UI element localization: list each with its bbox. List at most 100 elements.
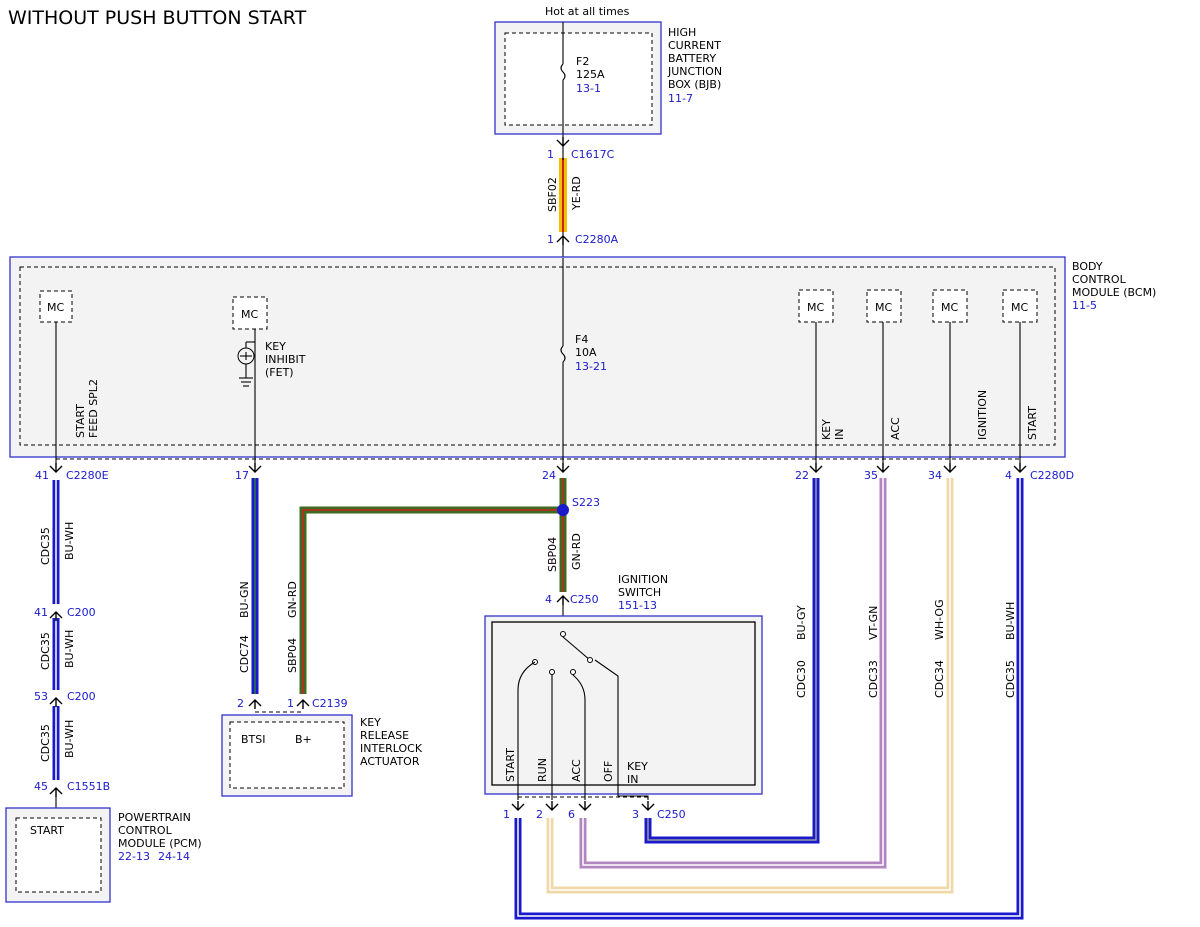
- ignition-label: IGNITION: [976, 390, 989, 440]
- mc-start: MC: [1002, 289, 1038, 468]
- mc-start-feed: MC: [39, 290, 73, 468]
- ignition-switch-name-1: IGNITION: [618, 573, 668, 586]
- c1617c-pin: 1: [547, 148, 554, 161]
- pcm-module: START POWERTRAIN CONTROL MODULE (PCM) 22…: [5, 807, 202, 903]
- page-title: WITHOUT PUSH BUTTON START: [8, 7, 307, 29]
- splice-s223: S223: [557, 496, 600, 516]
- bplus-label: B+: [295, 733, 312, 746]
- c1551b-pin: 45: [34, 780, 48, 793]
- pos-key: KEY: [627, 760, 648, 773]
- sbp04-left-circuit: SBP04: [286, 638, 299, 673]
- bcm-name-3: MODULE (BCM): [1072, 286, 1156, 299]
- c200-a-pin: 41: [34, 606, 48, 619]
- s223-label: S223: [572, 496, 600, 509]
- bjb-fuse-name: F2: [576, 55, 589, 68]
- key-in-1: KEY: [820, 419, 833, 440]
- key-in-2: IN: [833, 429, 846, 440]
- sbp04-left-color: GN-RD: [286, 581, 299, 618]
- wire-cdc33: [579, 478, 887, 869]
- start-label: START: [1026, 406, 1039, 440]
- cdc35-b-color: BU-WH: [63, 630, 76, 668]
- bjb-name-3: BATTERY: [668, 52, 716, 65]
- bcm-ref: 11-5: [1072, 299, 1097, 312]
- btsi-label: BTSI: [241, 733, 266, 746]
- connector-c1551b: 45 C1551B: [34, 780, 110, 808]
- bjb-name-5: BOX (BJB): [668, 78, 721, 91]
- bcm-fuse-ref: 13-21: [575, 360, 607, 373]
- fuse-f4-icon: [560, 345, 566, 363]
- cdc34-circuit: CDC34: [933, 660, 946, 698]
- key-release-name-2: RELEASE: [360, 729, 409, 742]
- c2280a-name: C2280A: [575, 233, 619, 246]
- connector-c200-a: 41 C200: [34, 606, 96, 622]
- c200-b-name: C200: [67, 690, 96, 703]
- bcm-name-1: BODY: [1072, 260, 1103, 273]
- cdc33-circuit: CDC33: [867, 660, 880, 698]
- connector-c1617c: 1 C1617C: [547, 136, 615, 161]
- c1617c-name: C1617C: [571, 148, 615, 161]
- wire-cdc35-right: [514, 478, 1024, 920]
- ignition-switch: IGNITION SWITCH 151-13 START RUN ACC OFF…: [484, 573, 763, 800]
- sbf02-circuit: SBF02: [546, 177, 559, 212]
- c250-pin3: 3: [632, 808, 639, 821]
- pcm-name-1: POWERTRAIN: [118, 811, 191, 824]
- start-feed-1: START: [74, 404, 87, 438]
- mc-ignition: MC: [932, 289, 968, 468]
- sbp04-mid-color: GN-RD: [570, 533, 583, 570]
- acc-label: ACC: [889, 417, 902, 440]
- bcm-fuse-rating: 10A: [575, 346, 597, 359]
- c2280e-pin: 41: [35, 469, 49, 482]
- key-release-name-3: INTERLOCK: [360, 742, 423, 755]
- bcm-pins: 41 C2280E 17 24 22 35 34 4 C2280D: [35, 462, 1074, 482]
- bjb-name-2: CURRENT: [668, 39, 721, 52]
- connector-c2139: 2 1 C2139: [237, 697, 348, 710]
- c1551b-name: C1551B: [67, 780, 110, 793]
- mc-label: MC: [807, 301, 824, 314]
- sbp04-mid-circuit: SBP04: [546, 537, 559, 572]
- c2280d-pin: 4: [1005, 469, 1012, 482]
- wires: [52, 134, 1024, 920]
- c200-a-name: C200: [67, 606, 96, 619]
- connector-c2280a: 1 C2280A: [547, 233, 619, 246]
- cdc35-c-color: BU-WH: [63, 720, 76, 758]
- pin-35: 35: [864, 469, 878, 482]
- bjb-module: F2 125A 13-1 HIGH CURRENT BATTERY JUNCTI…: [494, 21, 722, 135]
- c250-top-name: C250: [570, 593, 599, 606]
- bcm-name-2: CONTROL: [1072, 273, 1127, 286]
- cdc35-a-color: BU-WH: [63, 522, 76, 560]
- wire-sbp04: [299, 478, 567, 694]
- mc-acc: MC: [866, 289, 902, 468]
- pos-off: OFF: [602, 761, 615, 782]
- bjb-fuse-rating: 125A: [576, 68, 605, 81]
- cdc35-d-color: BU-WH: [1004, 602, 1017, 640]
- cdc30-circuit: CDC30: [795, 660, 808, 698]
- c2280a-pin: 1: [547, 233, 554, 246]
- key-release-name-1: KEY: [360, 716, 381, 729]
- key-release-actuator: BTSI B+ KEY RELEASE INTERLOCK ACTUATOR: [221, 714, 423, 797]
- pos-start: START: [504, 748, 517, 782]
- c200-b-pin: 53: [34, 690, 48, 703]
- pos-key-in: IN: [627, 773, 638, 786]
- start-feed-2: FEED SPL2: [87, 379, 100, 438]
- c2139-name: C2139: [312, 697, 348, 710]
- mc-key-in: MC: [798, 289, 834, 468]
- sbf02-color: YE-RD: [570, 176, 583, 211]
- ignition-switch-name-2: SWITCH: [618, 586, 661, 599]
- wire-cdc34: [546, 478, 954, 894]
- bjb-fuse-ref: 13-1: [576, 82, 601, 95]
- pcm-inner: START: [30, 824, 64, 837]
- cdc33-color: VT-GN: [867, 606, 880, 640]
- c2139-pin2: 2: [237, 697, 244, 710]
- mc-label: MC: [241, 308, 258, 321]
- c250-bottom-name: C250: [657, 808, 686, 821]
- key-inhibit-3: (FET): [265, 366, 294, 379]
- bjb-name-1: HIGH: [668, 26, 696, 39]
- c250-pin6: 6: [568, 808, 575, 821]
- pin-17: 17: [235, 469, 249, 482]
- connector-c200-b: 53 C200: [34, 690, 96, 708]
- mc-label: MC: [47, 301, 64, 314]
- c250-pin2: 2: [536, 808, 543, 821]
- pin-22: 22: [795, 469, 809, 482]
- fet-icon: [237, 341, 255, 387]
